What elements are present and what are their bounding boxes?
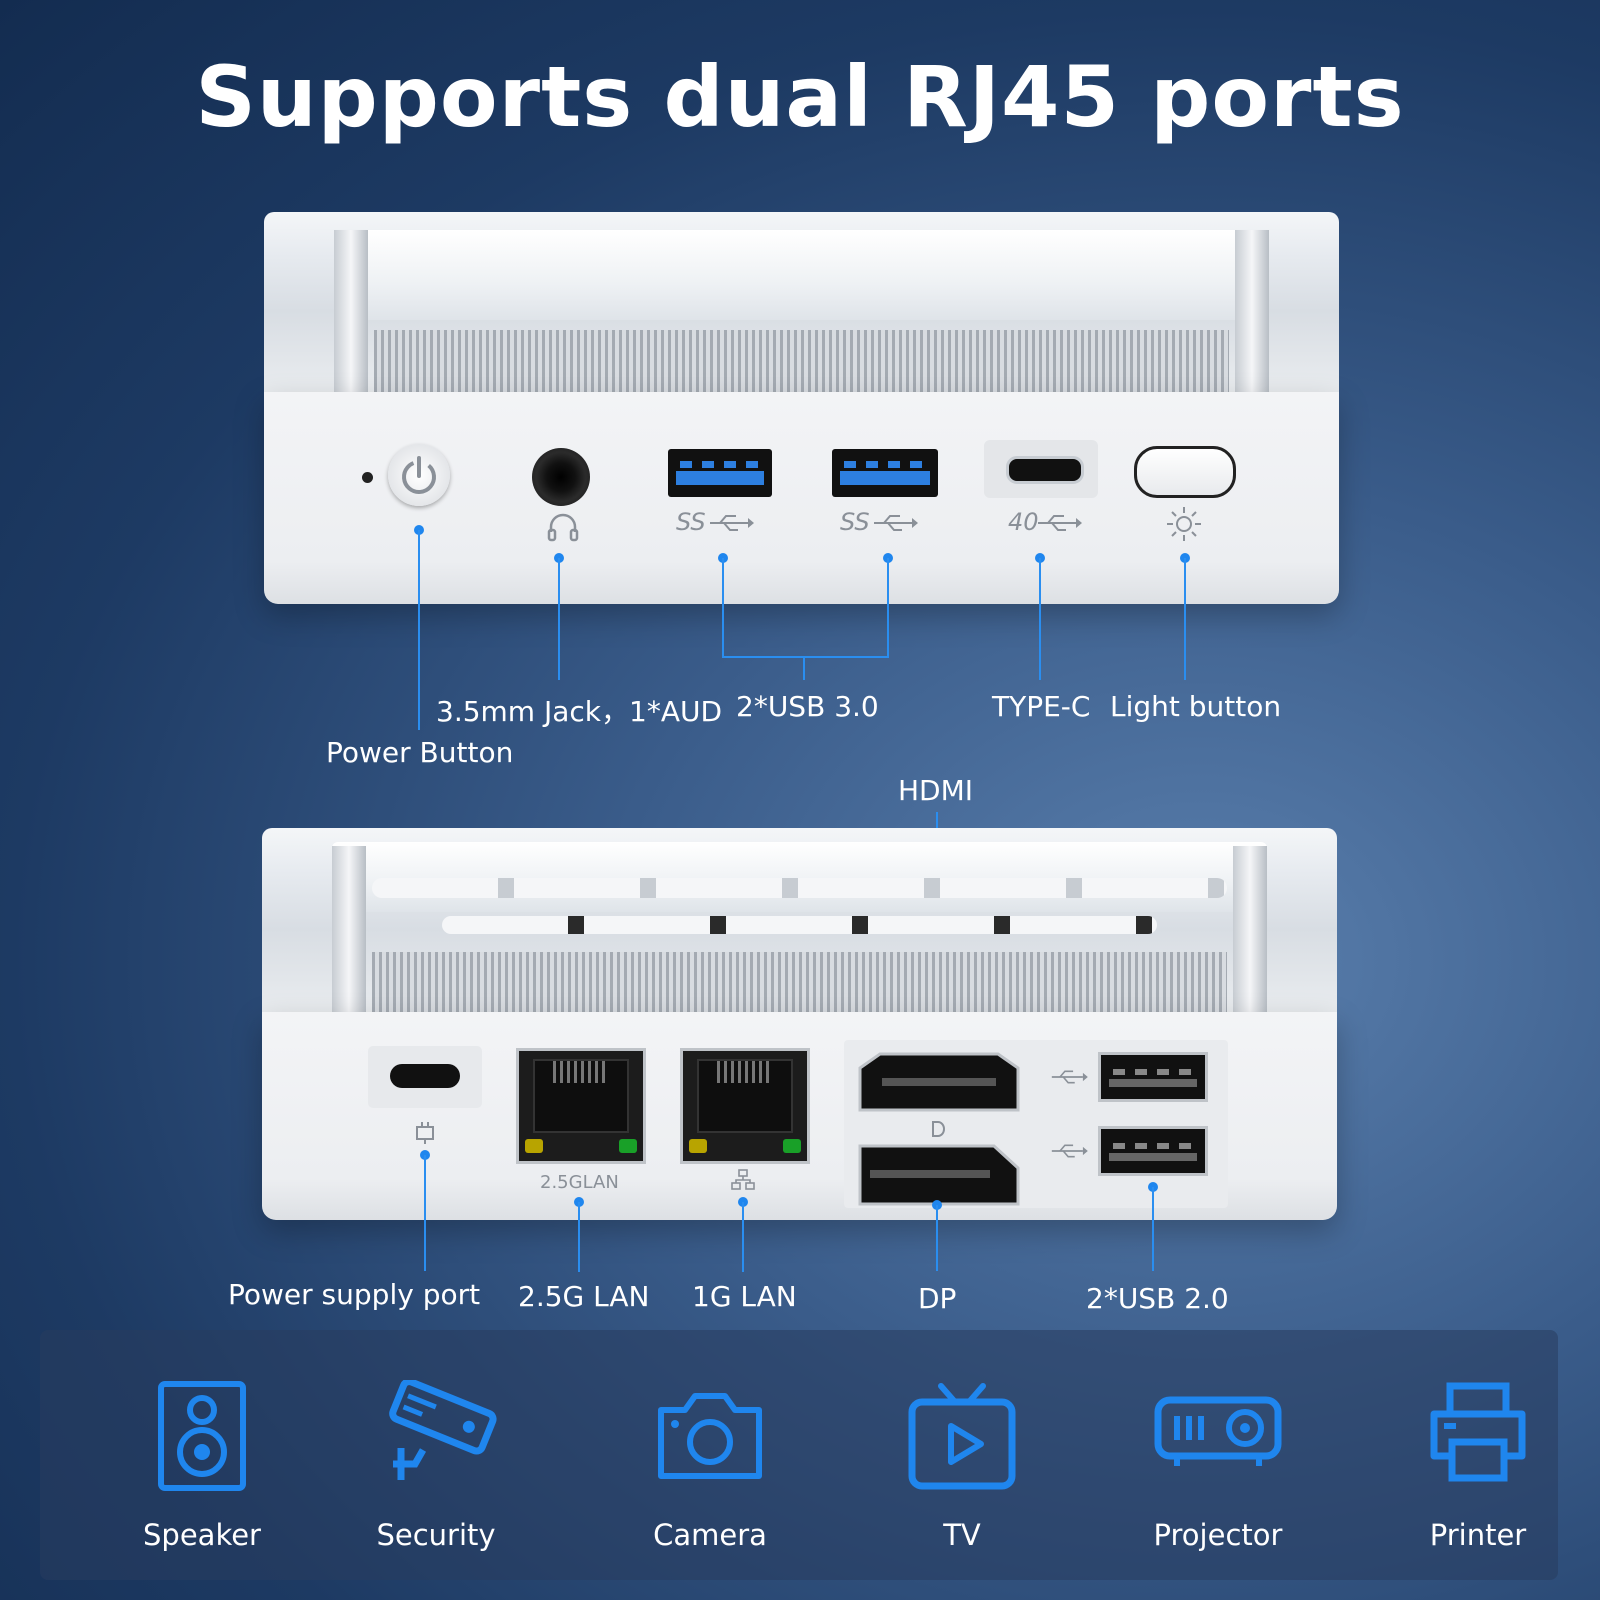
audio-jack[interactable] [532, 448, 590, 506]
plug-icon [416, 1122, 434, 1144]
displayport-port[interactable] [856, 1142, 1022, 1208]
label-light-button: Light button [1110, 690, 1282, 723]
app-label: TV [943, 1518, 981, 1552]
lan-port-2-5g[interactable] [516, 1048, 646, 1164]
sun-icon [1167, 507, 1201, 541]
lan-port-1g[interactable] [680, 1048, 810, 1164]
usb-icon [1051, 1144, 1088, 1158]
label-usb2: 2*USB 2.0 [1086, 1282, 1229, 1315]
label-power-button: Power Button [326, 736, 514, 769]
label-usb3: 2*USB 3.0 [736, 690, 879, 723]
lan-print-2-5g: 2.5GLAN [540, 1172, 619, 1193]
superspeed-mark-1: SS [676, 508, 706, 536]
app-label: Projector [1153, 1518, 1283, 1552]
label-lan-1g: 1G LAN [692, 1280, 797, 1313]
printer-icon [1430, 1382, 1526, 1482]
applications-panel: Speaker Security Camera T [40, 1330, 1558, 1580]
power-icon [402, 456, 436, 494]
rear-panel: 2.5GLAN [262, 1012, 1337, 1220]
app-label: Printer [1429, 1518, 1527, 1552]
label-power-supply: Power supply port [228, 1278, 481, 1311]
app-speaker: Speaker [92, 1330, 312, 1552]
security-camera-icon [389, 1380, 497, 1480]
headphone-icon [547, 513, 579, 542]
app-tv: TV [852, 1330, 1072, 1552]
power-supply-port[interactable] [390, 1064, 460, 1088]
power-button[interactable] [388, 444, 450, 506]
label-lan-2-5g: 2.5G LAN [518, 1280, 650, 1313]
app-label: Speaker [143, 1518, 261, 1552]
light-button[interactable] [1134, 446, 1236, 498]
usb3-port-2[interactable] [832, 449, 938, 497]
projector-icon [1154, 1396, 1282, 1466]
usb2-port-2[interactable] [1098, 1126, 1208, 1176]
label-typec: TYPE-C [992, 690, 1091, 723]
device-lid [262, 828, 1337, 1012]
app-projector: Projector [1108, 1330, 1328, 1552]
heatsink-fins [372, 952, 1227, 1012]
usb3-port-1[interactable] [668, 449, 772, 497]
app-security: Security [326, 1330, 546, 1552]
superspeed-mark-2: SS [840, 508, 870, 536]
typec-port[interactable] [1006, 456, 1084, 484]
usb-icon [710, 515, 754, 531]
usb-icon [874, 515, 918, 531]
thunderbolt-40-mark: 40 [1008, 508, 1039, 536]
front-panel: SS SS 40 [264, 392, 1339, 604]
usb-icon [1051, 1070, 1088, 1084]
app-camera: Camera [600, 1330, 820, 1552]
power-led [362, 472, 373, 483]
displayport-icon [932, 1121, 945, 1137]
page-title: Supports dual RJ45 ports [195, 48, 1405, 146]
device-rear-view: 2.5GLAN [262, 828, 1337, 1220]
speaker-icon [158, 1381, 246, 1491]
usb2-port-1[interactable] [1098, 1052, 1208, 1102]
tv-icon [908, 1383, 1016, 1490]
device-front-view: SS SS 40 [264, 212, 1339, 604]
heatsink-fins [374, 330, 1229, 392]
app-printer: Printer [1368, 1330, 1588, 1552]
label-dp: DP [918, 1282, 957, 1315]
usb-icon [1038, 515, 1082, 531]
hdmi-port[interactable] [856, 1050, 1022, 1114]
camera-icon [658, 1393, 762, 1479]
label-audio-jack: 3.5mm Jack，1*AUD [436, 695, 723, 728]
device-lid [264, 212, 1339, 392]
network-icon [731, 1169, 755, 1190]
app-label: Security [376, 1518, 496, 1552]
label-hdmi: HDMI [898, 774, 974, 807]
app-label: Camera [653, 1518, 767, 1552]
